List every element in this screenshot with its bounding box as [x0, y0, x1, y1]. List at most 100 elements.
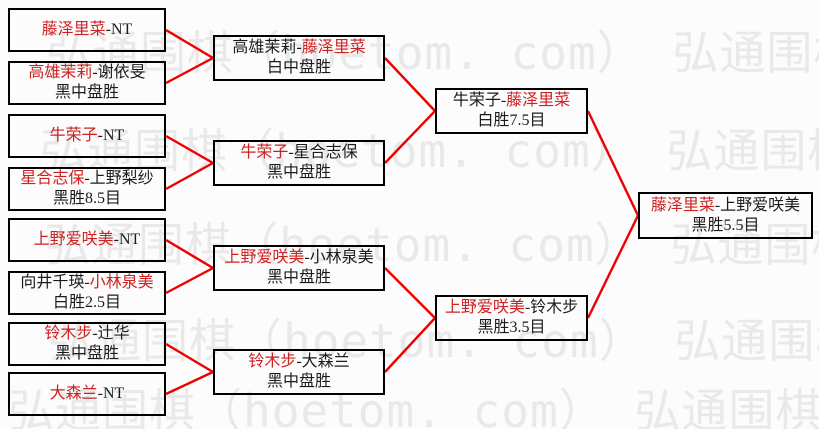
pairing-separator: - — [296, 39, 302, 56]
match-box-round1-4: 星合志保-上野梨纱黑胜8.5目 — [8, 167, 166, 211]
player-left: 星合志保 — [20, 170, 85, 187]
match-box-round2-1: 高雄茉莉-藤泽里菜白中盘胜 — [213, 35, 385, 81]
player-left: 藤泽里菜 — [650, 196, 715, 214]
player-right: 上野爱咲美 — [720, 196, 801, 214]
pairing-separator: - — [296, 353, 302, 370]
pairing-separator: - — [304, 249, 310, 266]
connector-line — [165, 342, 214, 374]
match-pairing: 牛荣子-藤泽里菜 — [453, 91, 570, 111]
match-box-round2-4: 铃木步-大森兰黑中盘胜 — [213, 349, 385, 395]
pairing-separator: - — [105, 21, 111, 38]
match-box-round1-8: 大森兰-NT — [8, 372, 166, 416]
pairing-separator: - — [500, 92, 507, 109]
match-pairing: 铃木步-大森兰 — [248, 352, 349, 372]
match-pairing: 向井千瑛-小林泉美 — [20, 273, 153, 293]
match-box-semifinal-1: 牛荣子-藤泽里菜白胜7.5目 — [435, 88, 588, 134]
player-right: NT — [111, 21, 133, 38]
match-pairing: 上野爱咲美-铃木步 — [445, 298, 578, 318]
connector-line — [384, 110, 436, 164]
watermark-row: 弘通围棋（hoetom. com） 弘通围棋（hoetom. com） 弘通围棋… — [48, 314, 819, 368]
match-result: 白胜2.5目 — [52, 294, 121, 311]
match-pairing: 铃木步-辻华 — [44, 324, 129, 344]
player-right: 铃木步 — [530, 299, 579, 316]
connector-line — [384, 317, 436, 373]
player-right: 上野梨纱 — [89, 170, 154, 187]
connector-line — [165, 56, 214, 85]
pairing-separator: - — [84, 170, 90, 187]
player-left: 牛荣子 — [49, 127, 98, 144]
match-box-round1-7: 铃木步-辻华黑中盘胜 — [8, 322, 166, 366]
player-left: 上野爱咲美 — [444, 299, 525, 316]
connector-line — [384, 267, 436, 319]
match-box-final-1: 藤泽里菜-上野爱咲美黑胜5.5目 — [638, 192, 813, 239]
pairing-separator: - — [97, 127, 103, 144]
connector-line — [165, 161, 214, 191]
match-box-round2-3: 上野爱咲美-小林泉美黑中盘胜 — [213, 245, 385, 291]
player-left: 牛荣子 — [452, 92, 501, 109]
player-right: 谢依旻 — [97, 64, 146, 81]
connector-line — [586, 214, 640, 319]
player-left: 铃木步 — [248, 353, 297, 370]
match-pairing: 大森兰-NT — [50, 384, 125, 404]
player-right: NT — [103, 385, 125, 402]
match-pairing: 藤泽里菜-上野爱咲美 — [651, 196, 800, 216]
match-pairing: 牛荣子-星合志保 — [240, 143, 357, 163]
player-left: 高雄茉莉 — [28, 64, 93, 81]
player-left: 上野爱咲美 — [224, 249, 305, 266]
match-result: 黑中盘胜 — [54, 84, 119, 101]
match-result: 白胜7.5目 — [477, 112, 546, 129]
match-result: 黑胜3.5目 — [477, 319, 546, 336]
player-left: 藤泽里菜 — [41, 21, 106, 38]
connector-line — [165, 238, 214, 270]
pairing-separator: - — [113, 231, 119, 248]
match-box-round1-1: 藤泽里菜-NT — [8, 8, 166, 52]
pairing-separator: - — [97, 385, 103, 402]
match-box-round2-2: 牛荣子-星合志保黑中盘胜 — [213, 140, 385, 186]
player-right: 小林泉美 — [309, 249, 374, 266]
watermark-row: 弘通围棋（hoetom. com） 弘通围棋（hoetom. com） 弘通围棋… — [40, 124, 819, 178]
match-result: 黑中盘胜 — [266, 373, 331, 390]
pairing-separator: - — [84, 274, 90, 291]
pairing-separator: - — [92, 64, 98, 81]
connector-line — [586, 110, 640, 217]
match-result: 黑中盘胜 — [266, 269, 331, 286]
match-result: 黑胜8.5目 — [52, 190, 121, 207]
connector-line — [384, 57, 436, 112]
match-result: 黑中盘胜 — [266, 164, 331, 181]
match-pairing: 藤泽里菜-NT — [42, 20, 133, 40]
player-right: 星合志保 — [293, 144, 358, 161]
connector-line — [165, 370, 214, 396]
player-left: 高雄茉莉 — [232, 39, 297, 56]
match-result: 黑中盘胜 — [54, 345, 119, 362]
player-right: NT — [119, 231, 141, 248]
player-left: 向井千瑛 — [20, 274, 85, 291]
match-pairing: 牛荣子-NT — [50, 126, 125, 146]
player-right: 辻华 — [97, 325, 130, 342]
match-result: 黑胜5.5目 — [691, 216, 760, 234]
player-left: 上野爱咲美 — [33, 231, 114, 248]
match-pairing: 上野爱咲美-小林泉美 — [224, 248, 373, 268]
connector-line — [165, 134, 214, 165]
match-box-round1-3: 牛荣子-NT — [8, 114, 166, 158]
match-result: 白中盘胜 — [266, 59, 331, 76]
player-right: 大森兰 — [301, 353, 350, 370]
match-pairing: 高雄茉莉-谢依旻 — [28, 63, 145, 83]
player-right: 藤泽里菜 — [506, 92, 571, 109]
player-right: 藤泽里菜 — [301, 39, 366, 56]
watermark-row: 弘通围棋（hoetom. com） 弘通围棋（hoetom. com） 弘通围棋… — [8, 384, 819, 429]
match-box-round1-2: 高雄茉莉-谢依旻黑中盘胜 — [8, 61, 166, 105]
match-pairing: 星合志保-上野梨纱 — [20, 169, 153, 189]
match-box-round1-5: 上野爱咲美-NT — [8, 218, 166, 262]
connector-line — [165, 28, 214, 60]
watermark-row: 弘通围棋（hoetom. com） 弘通围棋（hoetom. com） 弘通围棋… — [46, 26, 819, 80]
player-right: 小林泉美 — [89, 274, 154, 291]
match-box-round1-6: 向井千瑛-小林泉美白胜2.5目 — [8, 271, 166, 315]
connector-line — [165, 266, 214, 295]
match-box-semifinal-2: 上野爱咲美-铃木步黑胜3.5目 — [435, 295, 588, 341]
player-left: 铃木步 — [44, 325, 93, 342]
pairing-separator: - — [92, 325, 98, 342]
